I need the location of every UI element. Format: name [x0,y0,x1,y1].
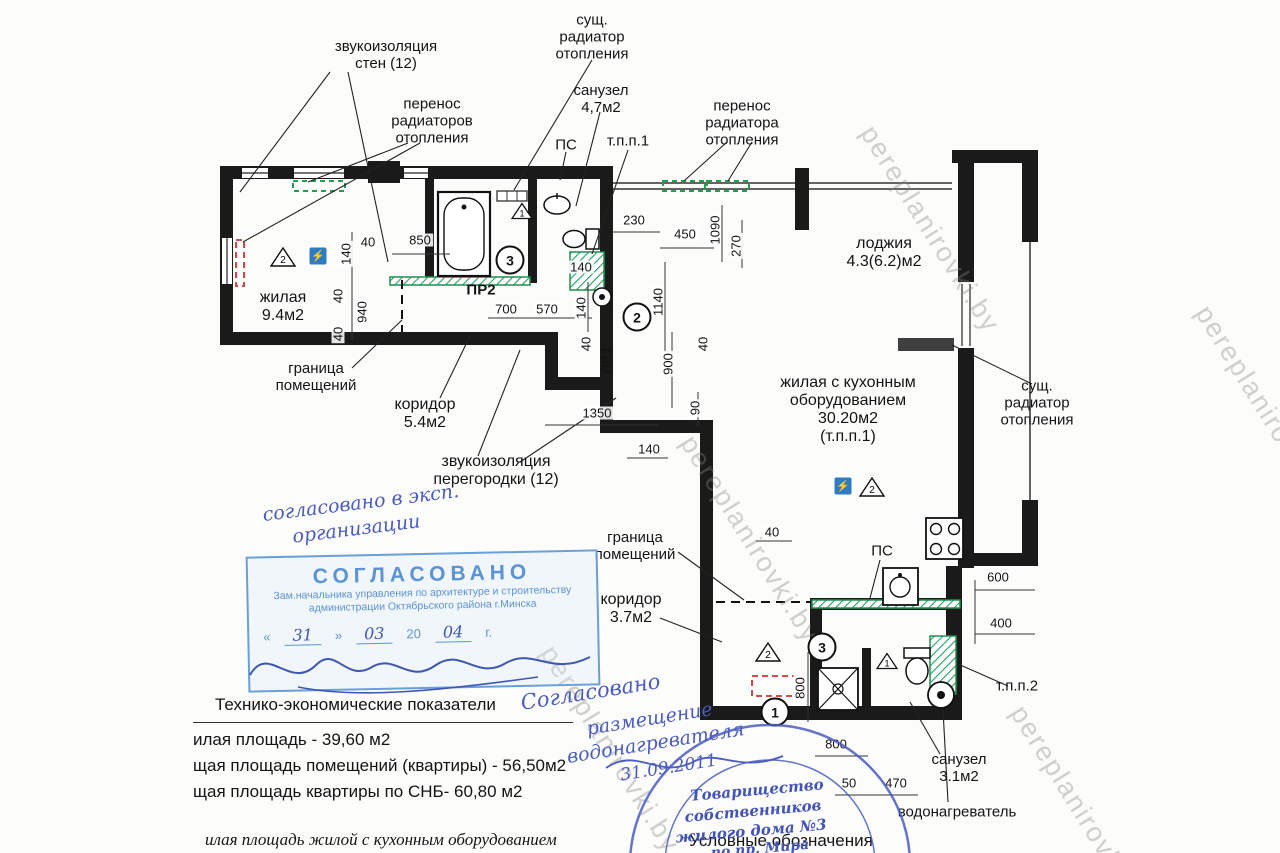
dim: 140 [573,295,589,321]
dim: 700 [493,301,519,317]
label-pr1: ПР.1 [598,346,614,374]
label-bathroom-lower: санузел 3.1м2 [931,751,987,785]
label-tpp1: т.п.п.1 [606,132,650,150]
keynote-triangle-icon: 2 [270,246,296,267]
keynote-triangle-icon: 1 [876,652,898,670]
dim: 800 [823,736,849,752]
label-ps-top: ПС [555,136,577,154]
tech-line-living-area: илая площадь - 39,60 м2 [193,730,391,749]
dim: 470 [883,775,909,791]
svg-text:1: 1 [519,209,524,219]
dim: 1140 [650,286,666,318]
label-boundary-center: граница помещений [594,529,676,563]
dim: 900 [660,351,676,377]
label-exist-radiator-top: сущ. радиатор отопления [555,11,629,63]
dim: 400 [988,615,1014,631]
legend-title: Условные обозначения [689,831,873,850]
org-round-stamp [629,723,911,853]
label-move-radiator-right: перенос радиатора отопления [705,97,779,149]
dim: 850 [407,232,433,248]
svg-text:2: 2 [280,255,286,266]
label-living-kitchen: жилая с кухонным оборудованием 30.20м2 (… [780,373,916,446]
dim: 90 [687,398,703,418]
label-boundary-left: граница помещений [275,360,357,394]
water-heater-icon [927,681,955,709]
dim: 40 [695,334,711,354]
washing-machine-icon [817,667,859,711]
label-corridor-lower: коридор 3.7м2 [600,590,662,626]
dim: 570 [534,301,560,317]
label-tpp2: т.п.п.2 [995,677,1039,695]
dim: 140 [568,259,594,275]
label-living-small: жилая 9.4м2 [259,288,307,324]
dim: 140 [636,441,662,457]
label-bathroom-top: санузел 4,7м2 [573,82,629,116]
dim: 230 [621,212,647,228]
label-soundproof-partition: звукоизоляция перегородки (12) [433,452,559,488]
room-boundary-dashed [401,280,810,603]
dim: 940 [354,299,370,325]
signature-scribble [249,656,591,694]
towel-dryer-icon [592,287,612,307]
plan-marker-2: 2 [622,302,652,332]
dim: 40 [762,524,782,540]
dim: 1090 [707,213,723,247]
dim: 140 [338,241,354,267]
plan-marker-3: 3 [495,245,525,275]
label-ps-bottom: ПС [871,542,893,560]
label-corridor-small: коридор 5.4м2 [394,395,456,431]
window-openings [222,168,971,346]
toilet-top-icon [562,228,600,250]
tech-line-total-snb: щая площадь квартиры по СНБ- 60,80 м2 [193,782,523,801]
label-pr2: ПР2 [466,281,496,299]
dim: 40 [578,334,594,354]
kitchen-sink-icon [882,567,919,606]
dim: 600 [985,569,1011,585]
dim: 1350 [580,405,614,421]
keynote-triangle-icon: 2 [859,476,885,497]
dim: 800 [792,675,808,701]
bathtub [436,190,492,278]
label-soundproof-walls: звукоизоляция стен (12) [334,38,438,72]
dim: 40 [358,234,378,250]
stove-icon [925,517,964,560]
dim: 40 [330,324,346,344]
leader-lines [239,59,1033,803]
electrical-icon: ⚡ [309,247,327,265]
rule-line [193,722,573,723]
plan-marker-1: 1 [760,697,790,727]
svg-text:2: 2 [869,485,875,496]
dim: 450 [672,226,698,242]
label-move-radiators-left: перенос радиаторов отопления [391,95,473,147]
tech-indicators-title: Технико-экономические показатели [215,695,496,714]
existing-radiators [496,190,954,351]
label-loggia: лоджия 4.3(6.2)м2 [846,234,922,270]
dim: 270 [728,233,744,259]
keynote-triangle-icon: 1 [511,202,533,220]
dim: 50 [839,775,859,791]
label-exist-radiator-right: сущ. радиатор отопления [1000,377,1074,429]
electrical-icon: ⚡ [834,477,852,495]
tech-line-total-rooms: щая площадь помещений (квартиры) - 56,50… [193,756,567,775]
svg-text:1: 1 [884,659,889,669]
label-water-heater: водонагреватель [897,803,1017,821]
dim: 40 [330,286,346,306]
plan-marker-3b: 3 [807,632,837,662]
keynote-triangle-icon: 2 [755,641,781,662]
svg-text:2: 2 [765,650,771,661]
toilet-bottom-icon [903,647,931,685]
tech-line-kitchen-living: илая площадь жилой с кухонным оборудован… [205,830,557,849]
sink-top-icon [543,193,571,215]
